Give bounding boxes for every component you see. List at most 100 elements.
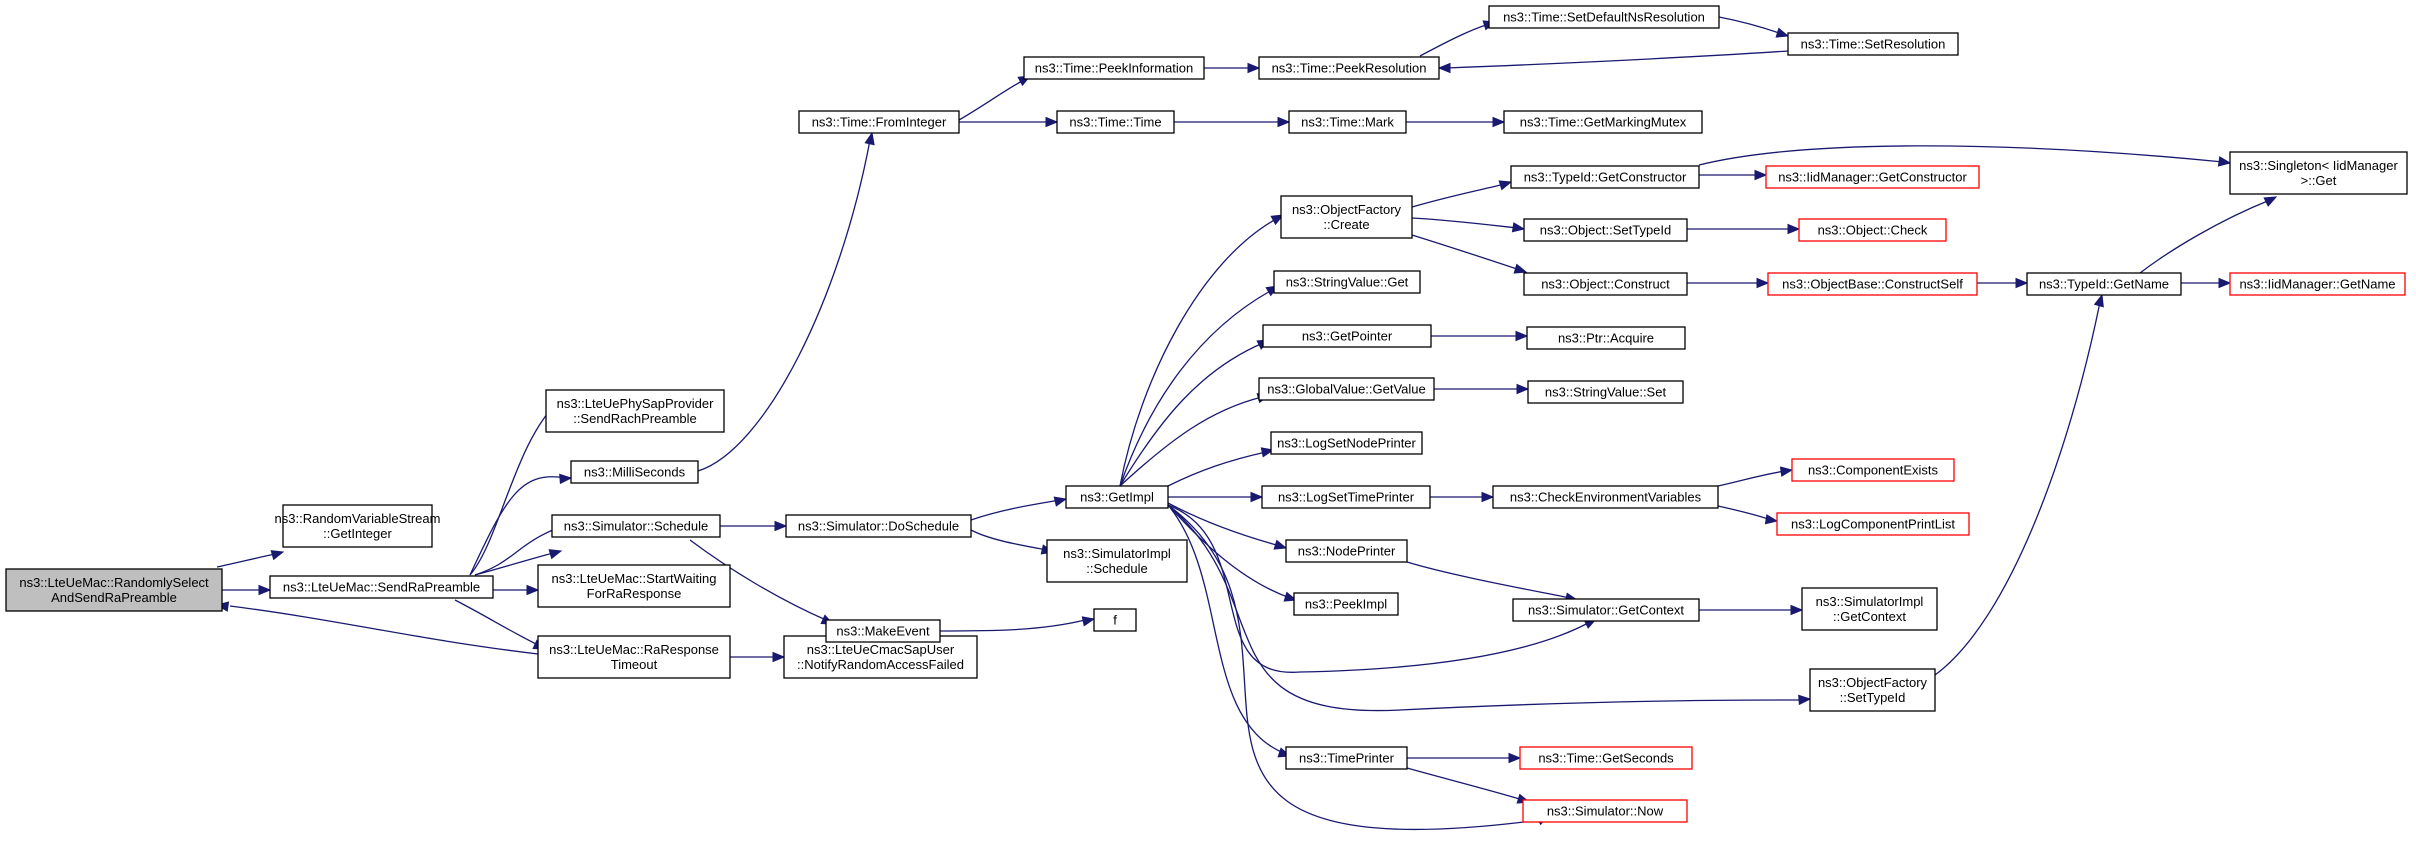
node-box[interactable]	[2229, 272, 2406, 296]
node-box[interactable]	[1492, 485, 1719, 509]
node-box[interactable]	[1280, 195, 1413, 239]
node-box[interactable]	[825, 619, 941, 643]
node-box[interactable]	[570, 460, 699, 484]
node-box[interactable]	[1801, 587, 1938, 631]
function-node-simimplsched[interactable]: ns3::SimulatorImpl::Schedule	[1046, 539, 1188, 583]
node-box[interactable]	[1093, 608, 1137, 632]
function-node-strvalget[interactable]: ns3::StringValue::Get	[1273, 270, 1421, 294]
function-node-nodeprinter[interactable]: ns3::NodePrinter	[1285, 539, 1408, 563]
node-box[interactable]	[1258, 56, 1440, 80]
function-node-simgetctx[interactable]: ns3::Simulator::GetContext	[1512, 598, 1700, 622]
function-node-singleton[interactable]: ns3::Singleton< IidManager >::Get	[2229, 151, 2408, 195]
function-node-simnow[interactable]: ns3::Simulator::Now	[1522, 799, 1688, 823]
node-box[interactable]	[2229, 151, 2408, 195]
function-node-compexists[interactable]: ns3::ComponentExists	[1791, 458, 1955, 482]
function-node-rvs[interactable]: ns3::RandomVariableStream::GetInteger	[275, 504, 441, 548]
function-node-phy[interactable]: ns3::LteUePhySapProvider::SendRachPreamb…	[545, 389, 725, 433]
node-box[interactable]	[1522, 799, 1688, 823]
function-node-peekimpl[interactable]: ns3::PeekImpl	[1293, 592, 1399, 616]
node-box[interactable]	[537, 635, 731, 679]
node-box[interactable]	[798, 110, 960, 134]
function-node-dosched[interactable]: ns3::Simulator::DoSchedule	[785, 514, 972, 538]
node-box[interactable]	[1285, 539, 1408, 563]
function-node-strvalset[interactable]: ns3::StringValue::Set	[1527, 380, 1684, 404]
function-node-root[interactable]: ns3::LteUeMac::RandomlySelectAndSendRaPr…	[5, 568, 223, 612]
function-node-setres[interactable]: ns3::Time::SetResolution	[1787, 32, 1959, 56]
function-node-f[interactable]: f	[1093, 608, 1137, 632]
function-node-objsettid[interactable]: ns3::Object::SetTypeId	[1523, 218, 1688, 242]
node-box[interactable]	[1065, 485, 1169, 509]
function-node-ofsettid[interactable]: ns3::ObjectFactory::SetTypeId	[1809, 668, 1936, 712]
node-box[interactable]	[1261, 485, 1431, 509]
node-box[interactable]	[1503, 110, 1703, 134]
function-node-getpointer[interactable]: ns3::GetPointer	[1262, 324, 1432, 348]
function-node-setdefns[interactable]: ns3::Time::SetDefaultNsResolution	[1488, 5, 1720, 29]
function-node-milli[interactable]: ns3::MilliSeconds	[570, 460, 699, 484]
node-box[interactable]	[1488, 5, 1720, 29]
node-box[interactable]	[1512, 598, 1700, 622]
function-node-logsettime[interactable]: ns3::LogSetTimePrinter	[1261, 485, 1431, 509]
function-node-timegetsec[interactable]: ns3::Time::GetSeconds	[1519, 746, 1693, 770]
function-node-ptracquire[interactable]: ns3::Ptr::Acquire	[1526, 326, 1686, 350]
function-node-tidgetname[interactable]: ns3::TypeId::GetName	[2026, 272, 2182, 296]
node-box[interactable]	[1791, 458, 1955, 482]
function-node-sendra[interactable]: ns3::LteUeMac::SendRaPreamble	[269, 575, 494, 599]
function-node-mark[interactable]: ns3::Time::Mark	[1288, 110, 1407, 134]
function-node-iidgetname[interactable]: ns3::IidManager::GetName	[2229, 272, 2406, 296]
node-box[interactable]	[1293, 592, 1399, 616]
node-box[interactable]	[1046, 539, 1188, 583]
node-box[interactable]	[1787, 32, 1959, 56]
function-node-simimplgetctx[interactable]: ns3::SimulatorImpl::GetContext	[1801, 587, 1938, 631]
function-node-getmarkmutex[interactable]: ns3::Time::GetMarkingMutex	[1503, 110, 1703, 134]
function-node-sched[interactable]: ns3::Simulator::Schedule	[551, 514, 721, 538]
node-box[interactable]	[1523, 272, 1688, 296]
function-node-timeprinter[interactable]: ns3::TimePrinter	[1285, 746, 1408, 770]
function-node-ofcreate[interactable]: ns3::ObjectFactory::Create	[1280, 195, 1413, 239]
function-node-getimpl[interactable]: ns3::GetImpl	[1065, 485, 1169, 509]
function-node-logcomplist[interactable]: ns3::LogComponentPrintList	[1776, 512, 1970, 536]
node-box[interactable]	[545, 389, 725, 433]
node-box[interactable]	[1523, 218, 1688, 242]
function-node-timetime[interactable]: ns3::Time::Time	[1056, 110, 1175, 134]
node-box[interactable]	[1527, 380, 1684, 404]
function-node-makeevent[interactable]: ns3::MakeEvent	[825, 619, 941, 643]
function-node-gvgetvalue[interactable]: ns3::GlobalValue::GetValue	[1258, 377, 1435, 401]
node-box[interactable]	[785, 514, 972, 538]
node-box[interactable]	[1270, 431, 1423, 455]
node-box[interactable]	[1510, 165, 1700, 189]
node-box[interactable]	[5, 568, 223, 612]
node-box[interactable]	[1767, 272, 1978, 296]
function-node-objconstruct[interactable]: ns3::Object::Construct	[1523, 272, 1688, 296]
node-box[interactable]	[551, 514, 721, 538]
node-box[interactable]	[1023, 56, 1205, 80]
function-node-checkenv[interactable]: ns3::CheckEnvironmentVariables	[1492, 485, 1719, 509]
function-node-objbaseconstruct[interactable]: ns3::ObjectBase::ConstructSelf	[1767, 272, 1978, 296]
node-box[interactable]	[1526, 326, 1686, 350]
function-node-tidgetctor[interactable]: ns3::TypeId::GetConstructor	[1510, 165, 1700, 189]
node-box[interactable]	[1765, 165, 1980, 189]
function-node-objcheck[interactable]: ns3::Object::Check	[1798, 218, 1947, 242]
node-box[interactable]	[1519, 746, 1693, 770]
node-box[interactable]	[1056, 110, 1175, 134]
node-box[interactable]	[1285, 746, 1408, 770]
node-box[interactable]	[1262, 324, 1432, 348]
node-box[interactable]	[269, 575, 494, 599]
node-box[interactable]	[783, 635, 978, 679]
node-box[interactable]	[1288, 110, 1407, 134]
function-node-logsetnode[interactable]: ns3::LogSetNodePrinter	[1270, 431, 1423, 455]
function-node-iidgetctor[interactable]: ns3::IidManager::GetConstructor	[1765, 165, 1980, 189]
node-box[interactable]	[2026, 272, 2182, 296]
node-box[interactable]	[1273, 270, 1421, 294]
node-box[interactable]	[537, 564, 731, 608]
function-node-peekinfo[interactable]: ns3::Time::PeekInformation	[1023, 56, 1205, 80]
function-node-fromint[interactable]: ns3::Time::FromInteger	[798, 110, 960, 134]
node-box[interactable]	[1809, 668, 1936, 712]
node-box[interactable]	[282, 504, 433, 548]
node-box[interactable]	[1258, 377, 1435, 401]
node-box[interactable]	[1776, 512, 1970, 536]
function-node-notify[interactable]: ns3::LteUeCmacSapUser::NotifyRandomAcces…	[783, 635, 978, 679]
function-node-peekres[interactable]: ns3::Time::PeekResolution	[1258, 56, 1440, 80]
node-box[interactable]	[1798, 218, 1947, 242]
